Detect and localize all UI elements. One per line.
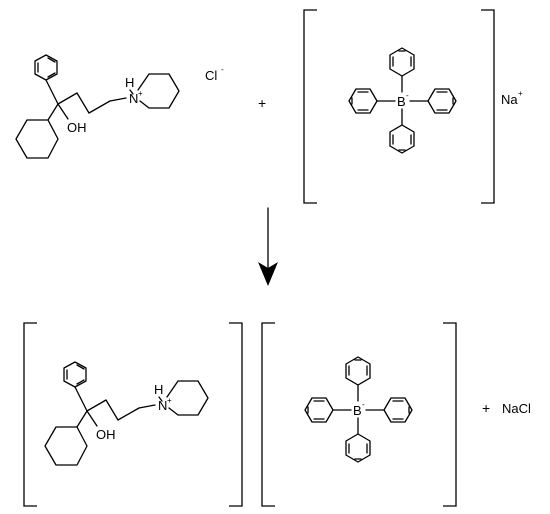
product-cation-right-bracket	[229, 322, 243, 507]
reactant-plus-sign: +	[258, 95, 266, 111]
product-cation-left-bracket	[23, 322, 37, 507]
tetraphenylborate-product	[304, 356, 413, 463]
sodium-chloride-label: NaCl	[502, 401, 531, 416]
trihexyphenidyl-cation-product	[44, 361, 209, 466]
chloride-label: Cl	[205, 68, 217, 83]
product-anion-left-bracket	[261, 322, 275, 507]
product-plus-sign: +	[482, 400, 490, 416]
reaction-arrow	[258, 207, 278, 286]
sodium-charge: +	[518, 89, 523, 98]
sodium-label: Na	[501, 92, 518, 107]
product-anion-right-bracket	[443, 322, 457, 507]
chloride-charge: -	[221, 65, 224, 74]
tetraphenylborate-reactant	[348, 47, 457, 154]
reactant-right-bracket	[481, 9, 495, 204]
trihexyphenidyl-cation-reactant	[15, 54, 180, 159]
reactant-left-bracket	[303, 9, 317, 204]
